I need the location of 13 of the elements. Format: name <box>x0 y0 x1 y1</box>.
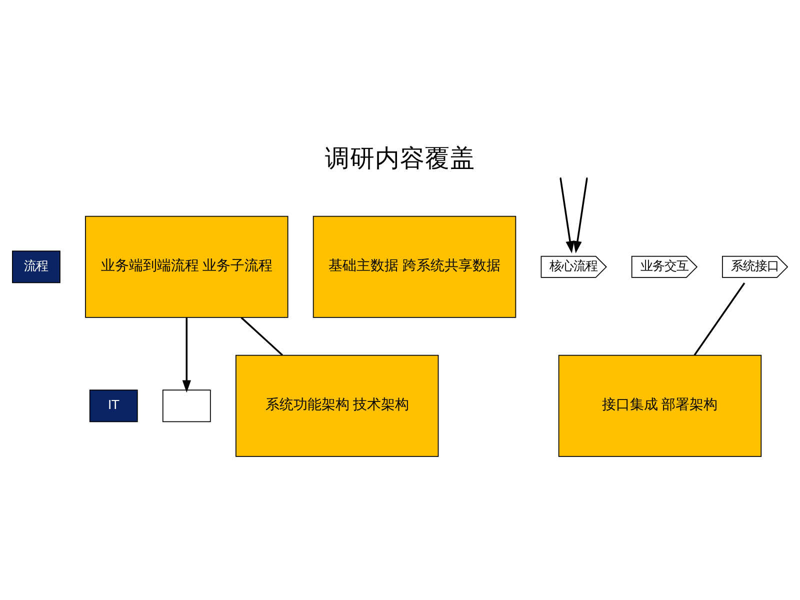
diagram-title: 调研内容覆盖 <box>325 144 475 173</box>
node-box: 流程 <box>12 250 60 284</box>
arrow <box>560 178 582 254</box>
node-box: IT <box>89 390 138 422</box>
arrow <box>566 178 588 254</box>
arrow <box>182 318 191 393</box>
connector <box>240 317 283 356</box>
node-box: 基础主数据 跨系统共享数据 <box>312 216 516 318</box>
connector <box>694 282 746 356</box>
node-box: 接口集成 部署架构 <box>558 354 762 457</box>
node-box: 业务端到端流程 业务子流程 <box>85 216 288 318</box>
node-box: 系统功能架构 技术架构 <box>235 354 439 457</box>
node-box <box>162 390 211 422</box>
